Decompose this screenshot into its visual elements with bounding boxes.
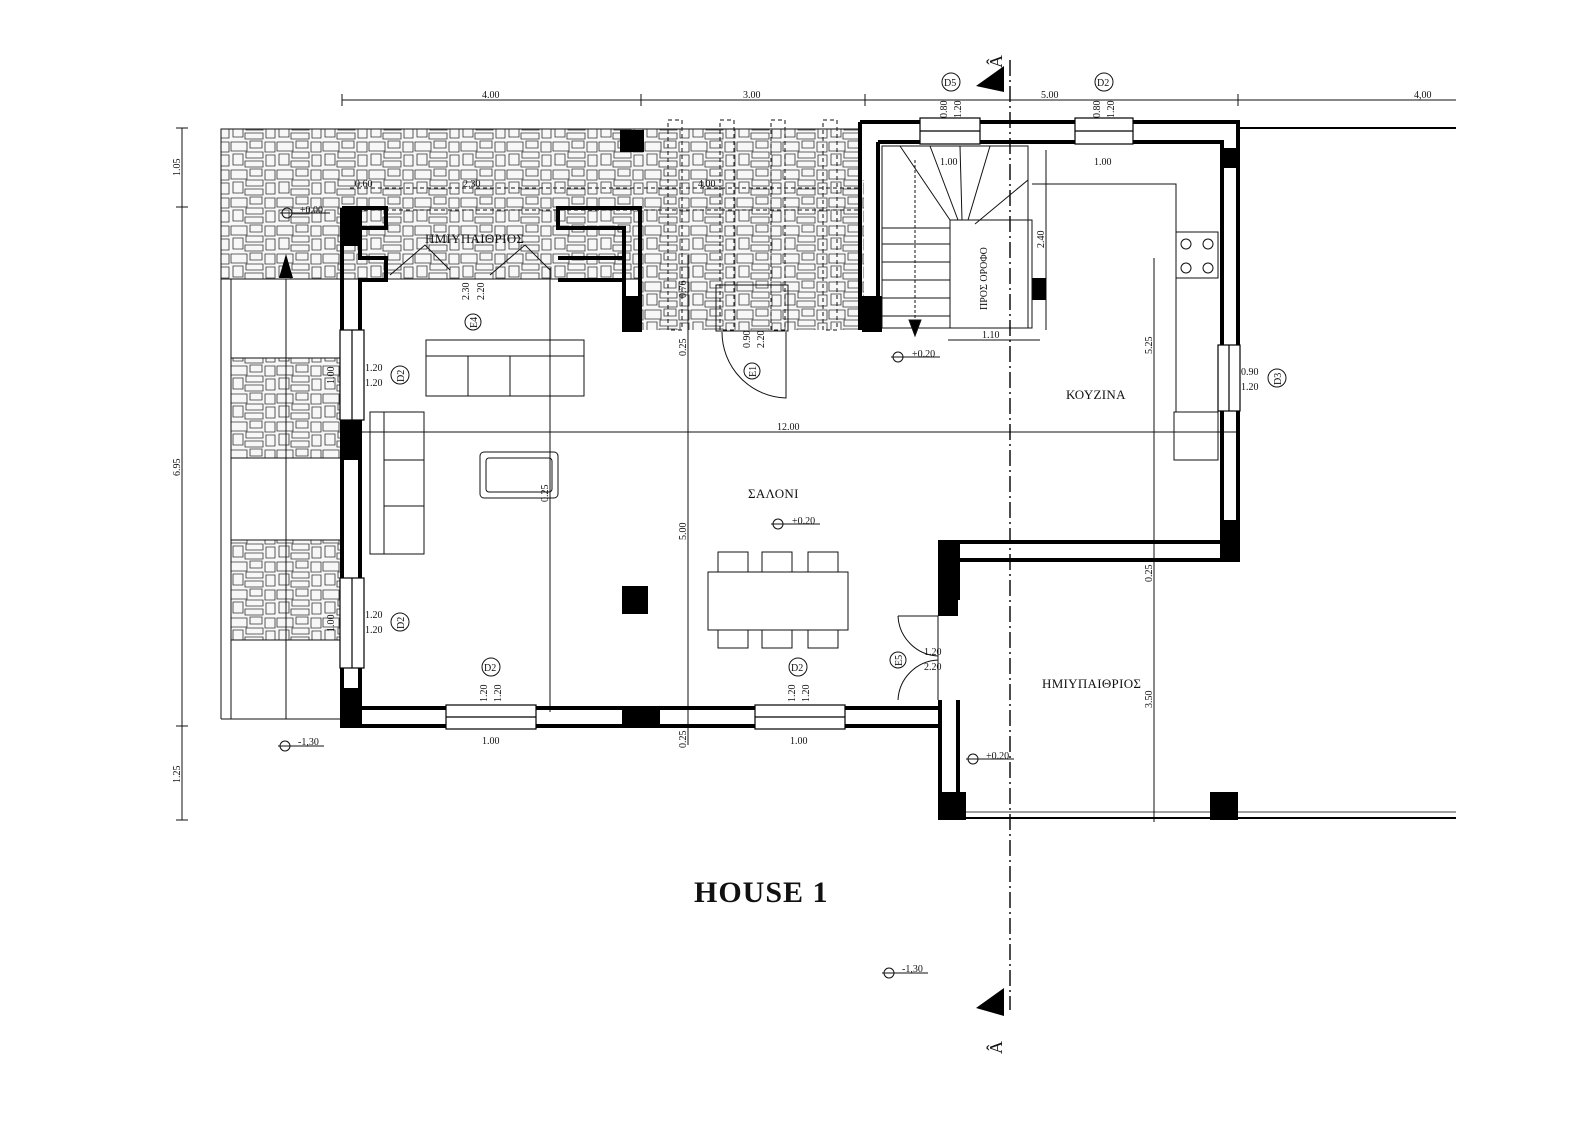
- dimension-dl1-s: 1.00: [326, 367, 337, 385]
- dimension-e4-h: 2.20: [476, 283, 487, 301]
- dimension-d-060: 0.60: [355, 179, 373, 190]
- dimension-db1-s: 1.00: [482, 736, 500, 747]
- dimension-d2t-w: 0.80: [1092, 101, 1103, 119]
- section-arrow-bottom-icon: [976, 988, 1004, 1016]
- dimension-d110: 1.10: [982, 330, 1000, 341]
- dimension-d240: 2.40: [1036, 231, 1047, 249]
- dimension-left-695: 6.95: [172, 459, 183, 477]
- dimension-e5-w: 1.20: [924, 647, 942, 658]
- room-label-semi-outdoor-right: ΗΜΙΥΠΑΙΘΡΙΟΣ: [1042, 676, 1141, 691]
- stone-paving: [220, 128, 864, 640]
- section-label-bottom: Â: [985, 1041, 1006, 1054]
- room-label-semi-outdoor-top: ΗΜΙΥΠΑΙΘΡΙΟΣ: [425, 231, 524, 246]
- level-stair: +0.20: [912, 349, 935, 360]
- dimension-e4-w: 2.30: [461, 283, 472, 301]
- dimension-e1-h: 2.20: [756, 331, 767, 349]
- dimension-dl2-s: 1.00: [326, 615, 337, 633]
- dimension-texts: 4.00 3.00 5.00 4,00 1.05 6.95 1.25 0.60 …: [172, 90, 1432, 783]
- stair-arrow-icon: [908, 319, 922, 338]
- dimension-d500: 5.00: [678, 523, 689, 541]
- level-marker-symbols: [278, 207, 1014, 979]
- tag-d2-bottom1: D2: [484, 663, 496, 674]
- tag-d2-top: D2: [1097, 78, 1109, 89]
- dimension-db2-w: 1.20: [787, 685, 798, 703]
- room-label-living: ΣΑΛΟΝΙ: [748, 486, 799, 501]
- dimension-db1-h: 1.20: [493, 685, 504, 703]
- dimension-w1200: 12.00: [777, 422, 800, 433]
- dimension-dl1-h: 1.20: [365, 378, 383, 389]
- dimension-dl2-w: 1.20: [365, 610, 383, 621]
- level-living: +0.20: [792, 516, 815, 527]
- dimension-d3-w: 0.90: [1241, 367, 1259, 378]
- dimension-d-400: 4.00: [698, 179, 716, 190]
- kitchen-counter: [1032, 183, 1219, 461]
- room-label-kitchen: ΚΟΥΖΙΝΑ: [1066, 387, 1126, 402]
- level-right: +0.20: [986, 751, 1009, 762]
- dimension-d025d: 0.25: [678, 731, 689, 749]
- dimension-d025b: 0.25: [540, 485, 551, 503]
- tag-d2-left2: D2: [396, 617, 407, 629]
- dimension-left-125: 1.25: [172, 766, 183, 784]
- dimension-top-400b: 4,00: [1414, 90, 1432, 101]
- tag-d2-bottom2: D2: [791, 663, 803, 674]
- furniture: [369, 339, 849, 649]
- dimension-d525: 5.25: [1144, 337, 1155, 355]
- level-top: ±0.00: [300, 205, 323, 216]
- dimension-top-500: 5.00: [1041, 90, 1059, 101]
- opening-tag-circles: [390, 72, 1287, 677]
- stairs-up-label: ΠΡΟΣ ΟΡΟΦΟ: [979, 247, 990, 310]
- level-left-bottom: -1,30: [298, 737, 319, 748]
- dimension-left-105: 1.05: [172, 159, 183, 177]
- doors: [389, 244, 939, 701]
- dimension-d5-h: 1.20: [953, 101, 964, 119]
- dimension-lines: [176, 94, 1456, 822]
- tag-e4: E4: [469, 317, 480, 328]
- dimension-e5-h: 2.20: [924, 662, 942, 673]
- dimension-d5-sill: 1.00: [940, 157, 958, 168]
- dimension-db2-h: 1.20: [801, 685, 812, 703]
- tag-d3: D3: [1273, 373, 1284, 385]
- dimension-dl1-w: 1.20: [365, 363, 383, 374]
- windows: [339, 117, 1241, 730]
- dimension-db1-w: 1.20: [479, 685, 490, 703]
- tag-d2-left1: D2: [396, 370, 407, 382]
- dimension-d025c: 0.25: [1144, 565, 1155, 583]
- columns: [342, 130, 1238, 820]
- dimension-d350: 3.50: [1144, 691, 1155, 709]
- dimension-dl2-h: 1.20: [365, 625, 383, 636]
- dimension-d2t-h: 1.20: [1106, 101, 1117, 119]
- staircase: [881, 145, 1033, 338]
- entry-arrow-icon: [279, 254, 293, 278]
- dimension-top-400: 4.00: [482, 90, 500, 101]
- section-label-top: Â: [985, 55, 1006, 68]
- section-arrow-top-icon: [976, 66, 1004, 92]
- level-bottom: -1,30: [902, 964, 923, 975]
- dimension-d3-h: 1.20: [1241, 382, 1259, 393]
- dimension-d5-w: 0.80: [939, 101, 950, 119]
- drawing-title: HOUSE 1: [694, 876, 829, 909]
- tag-e5: E5: [894, 655, 905, 666]
- section-line: [976, 60, 1011, 1016]
- tag-d5: D5: [944, 78, 956, 89]
- dimension-db2-s: 1.00: [790, 736, 808, 747]
- dimension-d-230a: 2.30: [463, 179, 481, 190]
- dimension-e1-w: 0.90: [742, 331, 753, 349]
- dimension-d025a: 0.25: [678, 339, 689, 357]
- dimension-d076: 0.76: [678, 281, 689, 299]
- dimension-d2t-sill: 1.00: [1094, 157, 1112, 168]
- tag-e1: E1: [748, 366, 759, 377]
- dimension-top-300: 3.00: [743, 90, 761, 101]
